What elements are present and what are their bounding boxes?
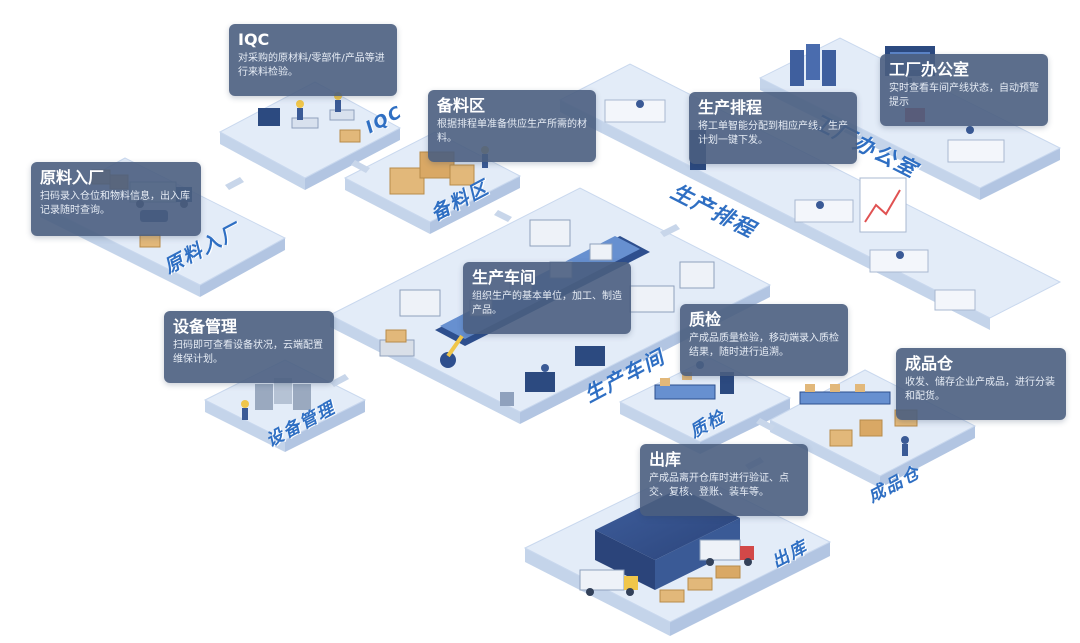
card-fg-desc: 收发、储存企业产成品，进行分装和配货。 [905, 377, 1055, 402]
card-workshop: 生产车间 组织生产的基本单位，加工、制造产品。 [463, 262, 631, 334]
card-equip-title: 设备管理 [173, 317, 238, 336]
platform-iqc [218, 81, 402, 190]
card-workshop-desc: 组织生产的基本单位，加工、制造产品。 [472, 291, 622, 316]
card-raw-title: 原料入厂 [40, 168, 105, 187]
card-schedule-desc: 将工单智能分配到相应产线，生产计划一键下发。 [698, 121, 848, 146]
card-fg-title: 成品仓 [905, 354, 954, 373]
card-out-desc: 产成品离开仓库时进行验证、点交、复核、登账、装车等。 [649, 473, 789, 498]
card-schedule-title: 生产排程 [698, 98, 763, 117]
card-qc-title: 质检 [689, 310, 722, 329]
card-raw-desc: 扫码录入仓位和物料信息，出入库记录随时查询。 [40, 191, 190, 216]
card-schedule: 生产排程 将工单智能分配到相应产线，生产计划一键下发。 [689, 92, 857, 164]
card-office-title: 工厂办公室 [889, 60, 970, 79]
card-equip: 设备管理 扫码即可查看设备状况，云端配置维保计划。 [164, 311, 334, 383]
card-prep-desc: 根据排程单准备供应生产所需的材料。 [437, 119, 587, 144]
card-qc: 质检 产成品质量检验，移动端录入质检结果，随时进行追溯。 [680, 304, 848, 376]
card-workshop-title: 生产车间 [472, 268, 537, 287]
platform-schedule [558, 63, 1062, 330]
card-fg: 成品仓 收发、储存企业产成品，进行分装和配货。 [896, 348, 1066, 420]
card-iqc-desc: 对采购的原材料/零部件/产品等进行来料检验。 [238, 53, 385, 78]
card-out: 出库 产成品离开仓库时进行验证、点交、复核、登账、装车等。 [640, 444, 808, 516]
card-out-title: 出库 [649, 450, 682, 469]
card-office-desc: 实时查看车间产线状态，自动预警提示 [889, 83, 1039, 108]
card-office: 工厂办公室 实时查看车间产线状态，自动预警提示 [880, 54, 1048, 126]
card-equip-desc: 扫码即可查看设备状况，云端配置维保计划。 [173, 340, 323, 365]
card-iqc: IQC 对采购的原材料/零部件/产品等进行来料检验。 [229, 24, 397, 96]
card-iqc-title: IQC [238, 30, 270, 49]
card-prep-title: 备料区 [437, 96, 486, 115]
platform-fg [768, 369, 977, 488]
card-qc-desc: 产成品质量检验，移动端录入质检结果，随时进行追溯。 [689, 333, 839, 358]
card-raw: 原料入厂 扫码录入仓位和物料信息，出入库记录随时查询。 [31, 162, 201, 236]
card-prep: 备料区 根据排程单准备供应生产所需的材料。 [428, 90, 596, 162]
